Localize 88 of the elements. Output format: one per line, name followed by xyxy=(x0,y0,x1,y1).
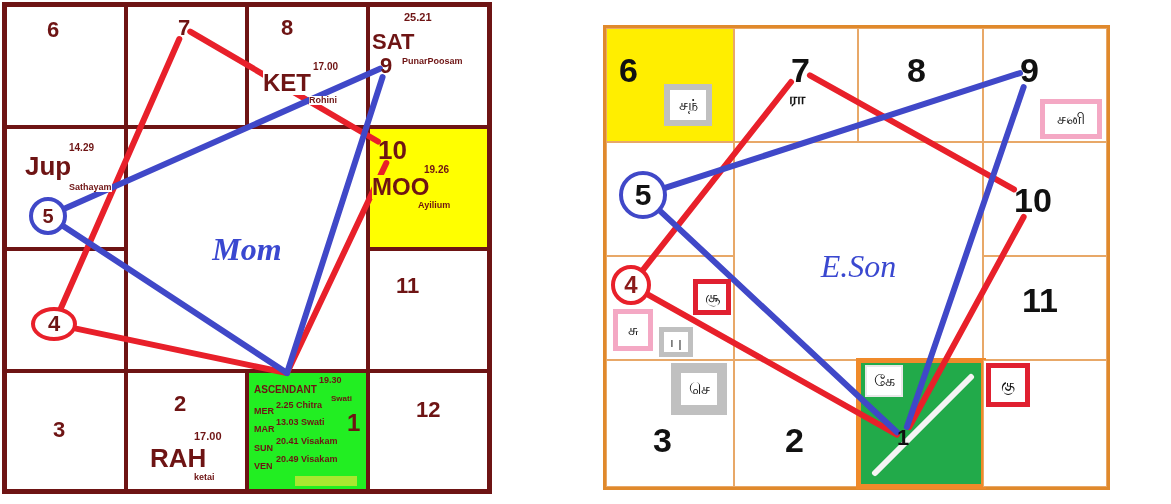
house-cell xyxy=(983,360,1107,487)
connector-line xyxy=(60,223,290,376)
house-number: 3 xyxy=(53,419,66,441)
house-number: 6 xyxy=(47,19,60,41)
house-cell xyxy=(856,358,986,489)
house-cell xyxy=(126,5,247,127)
house-cell xyxy=(734,360,858,487)
house-cell xyxy=(126,371,247,491)
house-number: 11 xyxy=(1022,283,1058,317)
degree-star-text: 13.03 Swati xyxy=(276,418,325,427)
house-cell xyxy=(983,28,1107,142)
degree-star-text: 2.25 Chitra xyxy=(276,401,323,410)
house-cell xyxy=(606,256,734,360)
ascendant-label: ASCENDANT xyxy=(254,385,317,395)
connector-line xyxy=(657,208,900,436)
degree-star-text: 20.41 Visakam xyxy=(276,437,338,446)
house-cell xyxy=(247,371,368,491)
connector-line xyxy=(806,72,1017,193)
connector-line xyxy=(906,214,1027,430)
house-number: 7 xyxy=(791,53,810,87)
degree-text: 14.29 xyxy=(69,143,95,153)
star-name: ketai xyxy=(194,473,215,482)
star-name: Swati xyxy=(331,395,352,403)
planet-abbreviation: SUN xyxy=(254,444,273,453)
house-number: 9 xyxy=(1020,53,1039,87)
planet-tag: பு xyxy=(659,327,693,357)
house-number: 11 xyxy=(396,275,420,297)
house-cell xyxy=(247,5,368,127)
planet-abbreviation: MOO xyxy=(372,175,430,199)
house-cell xyxy=(368,127,489,249)
house-number: 1 xyxy=(347,411,361,435)
planet-tag: சூ xyxy=(693,279,731,315)
house-number: 10 xyxy=(1014,183,1052,217)
degree-star-text: 20.49 Visakam xyxy=(276,455,338,464)
house-cell xyxy=(606,28,734,142)
planet-abbreviation: VEN xyxy=(254,462,273,471)
degree-text: 17.00 xyxy=(194,431,222,442)
house-cell xyxy=(368,5,489,127)
house-cell xyxy=(983,142,1107,256)
circled-house-number: 5 xyxy=(619,171,667,219)
house-cell xyxy=(5,249,126,371)
house-number: 3 xyxy=(653,423,672,457)
house-number: 8 xyxy=(907,53,926,87)
star-name: Ayilium xyxy=(418,201,451,210)
house-number: 9 xyxy=(380,55,393,77)
house-number: 2 xyxy=(174,393,187,415)
star-name: PunarPoosam xyxy=(402,57,463,66)
degree-text: 25.21 xyxy=(404,12,432,23)
house-number: 10 xyxy=(378,137,407,163)
connector-line xyxy=(62,65,383,212)
house-cell xyxy=(5,371,126,491)
house-number: 8 xyxy=(281,17,294,39)
degree-text: 19.30 xyxy=(319,376,342,385)
planet-abbreviation: MAR xyxy=(254,425,275,434)
connector-line xyxy=(58,36,183,311)
house-cell xyxy=(606,360,734,487)
connector-line xyxy=(903,84,1027,430)
house-cell xyxy=(858,28,983,142)
connector-line xyxy=(645,291,900,438)
connector-line xyxy=(640,79,794,273)
house-number: 12 xyxy=(416,399,441,421)
house-cell xyxy=(5,5,126,127)
degree-text: 17.00 xyxy=(313,62,339,72)
star-name: Sathayam xyxy=(69,183,112,192)
house-number: 7 xyxy=(178,17,191,39)
star-name: Rohini xyxy=(309,96,337,105)
planet-tag: சந் xyxy=(664,84,712,126)
circled-house-number: 4 xyxy=(611,265,651,305)
house-number: 2 xyxy=(785,423,804,457)
circled-house-number: 5 xyxy=(29,197,67,235)
chart-title: E.Son xyxy=(820,247,897,285)
house-cell xyxy=(606,142,734,256)
house-cell xyxy=(368,371,489,491)
house-cell xyxy=(734,28,858,142)
house-cell xyxy=(983,256,1107,360)
planet-tag: சனி xyxy=(1040,99,1102,139)
planet-tag: சு xyxy=(613,309,653,351)
house-cell xyxy=(368,249,489,371)
planet-tag: கே xyxy=(865,365,903,397)
planet-tag: கு xyxy=(986,363,1030,407)
circled-house-number: 4 xyxy=(31,307,77,341)
degree-text: 19.26 xyxy=(424,165,450,175)
planet-abbreviation: KET xyxy=(263,71,311,95)
planet-tag: செ xyxy=(671,363,727,415)
house-number: 6 xyxy=(619,53,638,87)
chart-title: Mom xyxy=(212,230,282,268)
planet-abbreviation: MER xyxy=(254,407,274,416)
house-cell xyxy=(5,127,126,249)
